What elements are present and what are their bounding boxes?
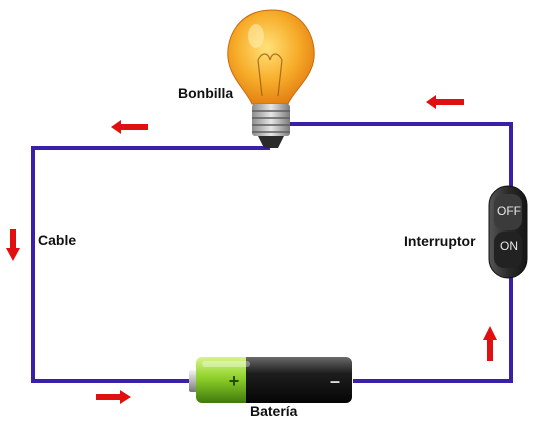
battery-negative-sign: – (330, 371, 340, 391)
battery-positive-sign: + (229, 371, 240, 391)
wire-left-segment (31, 146, 270, 383)
battery-icon: + – (189, 357, 352, 403)
arrow-bottom-right-icon (96, 390, 131, 404)
wire-right-top-segment (290, 122, 513, 192)
bulb-label: Bonbilla (178, 85, 233, 101)
light-bulb-icon (227, 9, 315, 148)
circuit-wire (31, 122, 513, 383)
battery-label: Batería (250, 403, 298, 419)
switch-off-label: OFF (497, 204, 521, 218)
arrow-right-up-icon (483, 326, 497, 361)
arrow-left-down-icon (6, 229, 20, 261)
switch-on-label: ON (500, 239, 518, 253)
current-arrows (6, 95, 497, 404)
arrow-top-left-icon (111, 120, 148, 134)
toggle-switch-icon: OFF ON (488, 185, 528, 279)
arrow-top-right-icon (426, 95, 464, 109)
wire-right-bottom-segment (353, 272, 513, 383)
cable-label: Cable (38, 232, 76, 248)
switch-label: Interruptor (404, 233, 476, 249)
